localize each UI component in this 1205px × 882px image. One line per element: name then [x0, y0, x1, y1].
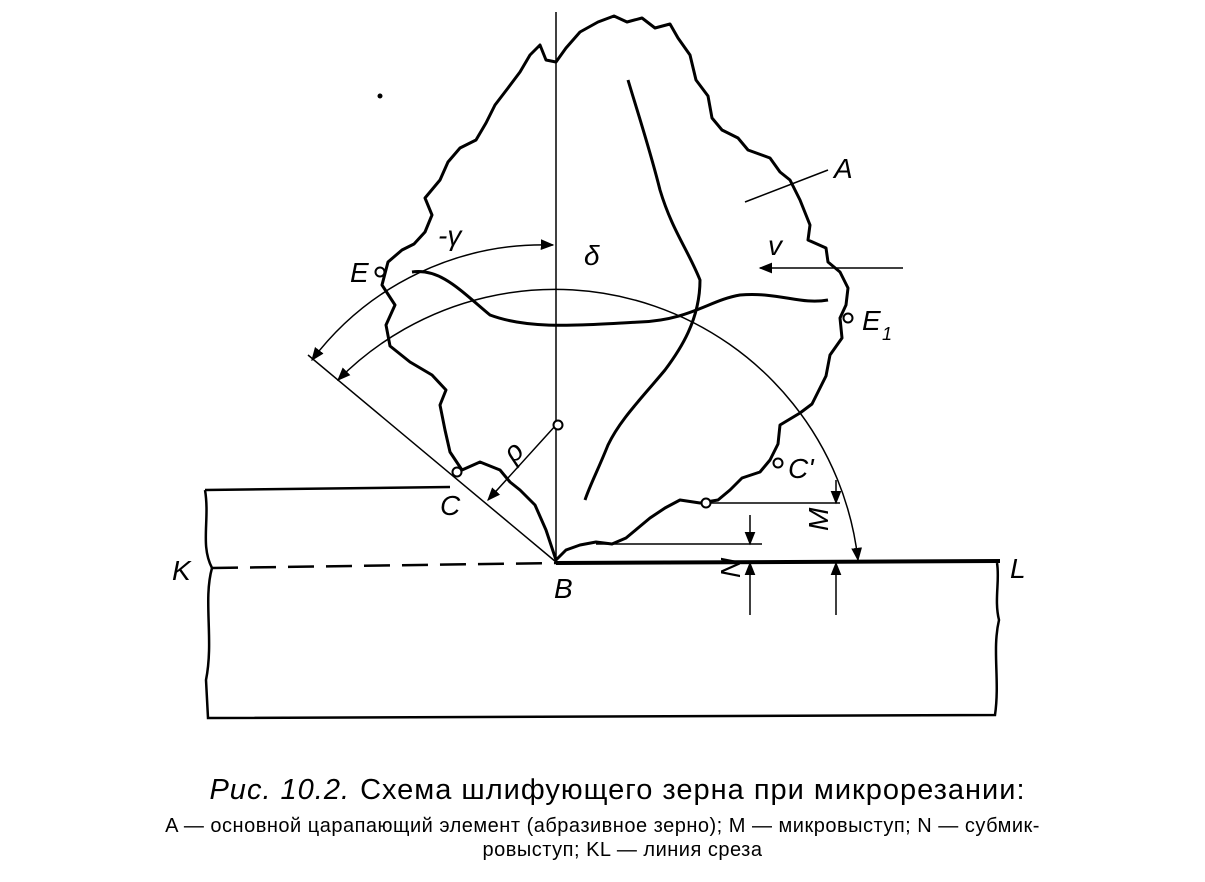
point-e	[374, 266, 386, 278]
rho-radius	[487, 424, 557, 502]
label-a-leader	[744, 169, 829, 203]
point-m	[700, 497, 712, 509]
legend-line-2: ровыступ; KL — линия среза	[482, 839, 763, 861]
crack-line-2	[411, 270, 829, 327]
caption-title-line: Рис. 10.2. Схема шлифующего зерна при мик…	[30, 770, 1205, 810]
label-n: N	[715, 557, 746, 578]
point-c-prime	[772, 457, 784, 469]
caption-title: Схема шлифующего зерна при микрорезании:	[360, 774, 1026, 806]
cut-line-dashed	[211, 561, 557, 570]
grinding-grain-diagram: A v -γ δ E E 1 ρ C C' M N K B L	[172, 12, 1026, 720]
label-m: M	[803, 507, 834, 531]
label-e: E	[350, 257, 369, 288]
label-l: L	[1010, 553, 1026, 584]
crack-line-1	[583, 79, 702, 501]
label-a: A	[832, 153, 853, 184]
figure-caption: Рис. 10.2. Схема шлифующего зерна при мик…	[0, 770, 1205, 862]
label-c-prime: C'	[788, 453, 815, 484]
legend-line-1: A — основной царапающий элемент (абразив…	[165, 815, 1040, 837]
arc-gamma	[311, 239, 555, 362]
workpiece-outline	[203, 485, 1001, 720]
stray-dot	[377, 93, 383, 99]
label-c: C	[440, 490, 461, 521]
point-c	[451, 466, 463, 478]
label-e1: E	[862, 305, 881, 336]
figure-number: Рис. 10.2.	[209, 774, 351, 806]
grain-contour	[380, 14, 850, 562]
label-v: v	[768, 230, 784, 261]
cut-line-solid	[555, 559, 1001, 565]
label-rho: ρ	[496, 435, 530, 469]
label-k: K	[172, 555, 192, 586]
label-e1-subscript: 1	[882, 324, 892, 344]
label-gamma: -γ	[438, 220, 463, 251]
caption-legend: A — основной царапающий элемент (абразив…	[0, 814, 1205, 862]
point-e1	[842, 312, 854, 324]
label-delta: δ	[584, 240, 600, 271]
label-b: B	[554, 573, 573, 604]
point-center	[552, 419, 564, 431]
